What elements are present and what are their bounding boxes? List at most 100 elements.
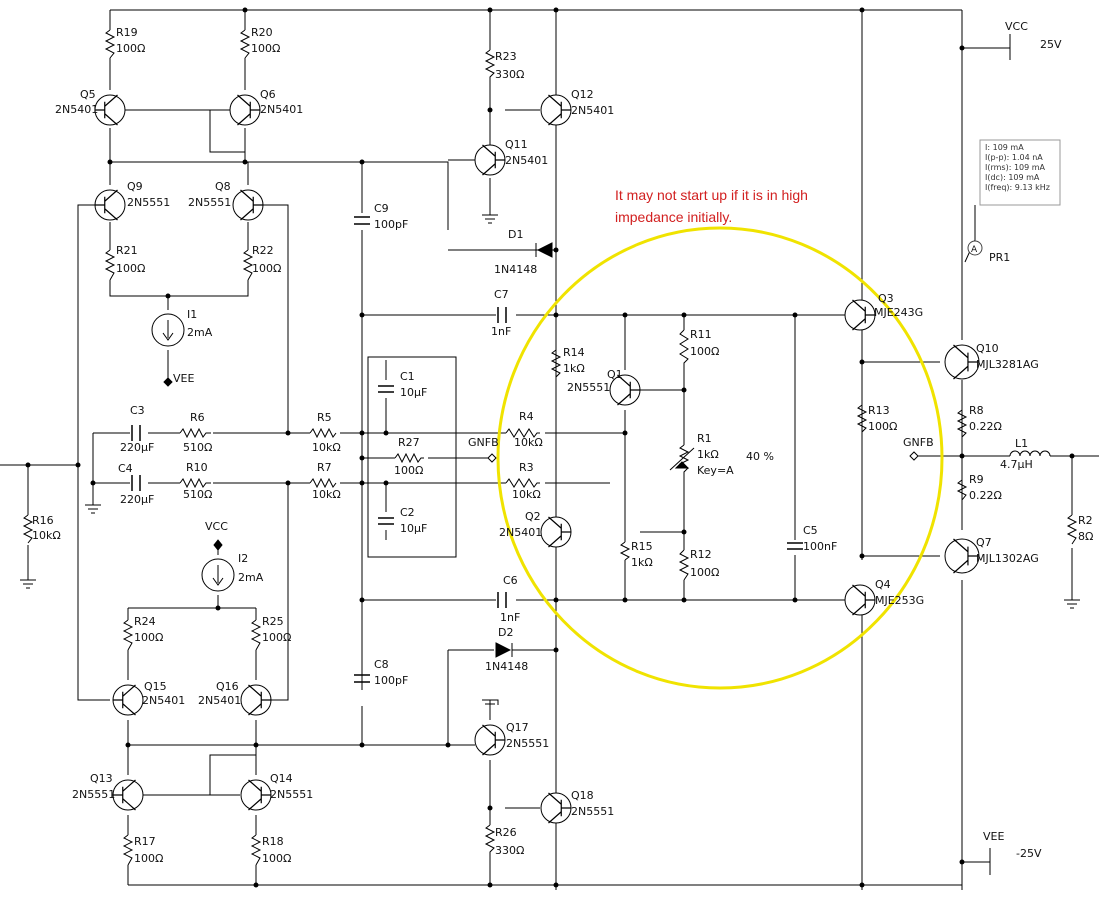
component-value-r14: 1kΩ bbox=[563, 362, 585, 375]
component-ref-c8: C8 bbox=[374, 658, 389, 671]
component-ref-i1: I1 bbox=[187, 308, 197, 321]
component-value-r18: 100Ω bbox=[262, 852, 291, 865]
transistor-icon bbox=[240, 779, 272, 811]
component-ref-q16: Q16 bbox=[216, 680, 239, 693]
component-ref-r26: R26 bbox=[495, 826, 517, 839]
transistor-icon bbox=[94, 94, 126, 126]
component-ref-r11: R11 bbox=[690, 328, 712, 341]
probe-marker-letter: A bbox=[971, 245, 978, 255]
component-ref-r17: R17 bbox=[134, 835, 156, 848]
component-value-l1: 4.7µH bbox=[1000, 458, 1033, 471]
component-value-r16: 10kΩ bbox=[32, 529, 61, 542]
component-value-c1: 10µF bbox=[400, 386, 427, 399]
component-value-c8: 100pF bbox=[374, 674, 408, 687]
component-value-r19: 100Ω bbox=[116, 42, 145, 55]
component-ref-q14: Q14 bbox=[270, 772, 293, 785]
component-value-r6: 510Ω bbox=[183, 441, 212, 454]
component-ref-c2: C2 bbox=[400, 506, 415, 519]
transistor-icon bbox=[540, 516, 572, 548]
probe-marker-icon bbox=[967, 240, 983, 256]
component-value-q16: 2N5401 bbox=[198, 694, 241, 707]
component-ref-r1: R1 bbox=[697, 432, 712, 445]
probe-reading-2: I(p-p): 1.04 nA bbox=[985, 153, 1043, 162]
component-ref-r10: R10 bbox=[186, 461, 208, 474]
component-ref-r2: R2 bbox=[1078, 514, 1093, 527]
component-ref-r21: R21 bbox=[116, 244, 138, 257]
current-source-symbols bbox=[151, 313, 235, 592]
component-ref-r23: R23 bbox=[495, 50, 517, 63]
component-value-r11: 100Ω bbox=[690, 345, 719, 358]
vcc-value: 25V bbox=[1040, 38, 1062, 51]
transistor-icon bbox=[944, 538, 980, 574]
transistor-icon bbox=[540, 94, 572, 126]
transistor-icon bbox=[112, 779, 144, 811]
component-ref-q18: Q18 bbox=[571, 789, 594, 802]
component-value-q2: 2N5401 bbox=[499, 526, 542, 539]
component-ref-q1: Q1 bbox=[607, 368, 623, 381]
component-ref-c1: C1 bbox=[400, 370, 415, 383]
component-value-q13: 2N5551 bbox=[72, 788, 115, 801]
component-value-r10: 510Ω bbox=[183, 488, 212, 501]
transistor-icon bbox=[240, 684, 272, 716]
component-ref-q4: Q4 bbox=[875, 578, 891, 591]
probe-reading-1: I: 109 mA bbox=[985, 143, 1024, 152]
component-value-r23: 330Ω bbox=[495, 68, 524, 81]
probe-reading-5: I(freq): 9.13 kHz bbox=[985, 183, 1050, 192]
vee-value: -25V bbox=[1016, 847, 1042, 860]
component-ref-r27: R27 bbox=[398, 436, 420, 449]
component-value-q7: MJL1302AG bbox=[976, 552, 1039, 565]
wires bbox=[0, 9, 1099, 890]
component-value-r4: 10kΩ bbox=[514, 436, 543, 449]
component-ref-r22: R22 bbox=[252, 244, 274, 257]
component-value-r2: 8Ω bbox=[1078, 530, 1093, 543]
annotation-line-2: impedance initially. bbox=[615, 209, 732, 225]
component-value-d2: 1N4148 bbox=[485, 660, 528, 673]
component-ref-q13: Q13 bbox=[90, 772, 113, 785]
pot-key: Key=A bbox=[697, 464, 734, 477]
component-ref-r4: R4 bbox=[519, 410, 534, 423]
component-value-r15: 1kΩ bbox=[631, 556, 653, 569]
component-value-c6: 1nF bbox=[500, 611, 520, 624]
component-value-q4: MJE253G bbox=[875, 594, 924, 607]
pot-setting: 40 % bbox=[746, 450, 774, 463]
component-value-i2: 2mA bbox=[238, 571, 264, 584]
transistor-icon bbox=[844, 299, 876, 331]
component-ref-c7: C7 bbox=[494, 288, 509, 301]
component-value-q17: 2N5551 bbox=[506, 737, 549, 750]
component-value-r26: 330Ω bbox=[495, 844, 524, 857]
transistor-symbols bbox=[94, 94, 980, 824]
component-value-r8: 0.22Ω bbox=[969, 420, 1002, 433]
capacitor-symbols bbox=[131, 216, 803, 683]
component-value-r5: 10kΩ bbox=[312, 441, 341, 454]
transistor-icon bbox=[540, 792, 572, 824]
transistor-icon bbox=[94, 189, 126, 221]
component-value-q5: 2N5401 bbox=[55, 103, 98, 116]
component-ref-r20: R20 bbox=[251, 26, 273, 39]
component-ref-d1: D1 bbox=[508, 228, 523, 241]
transistor-icon bbox=[844, 584, 876, 616]
component-ref-q12: Q12 bbox=[571, 88, 594, 101]
component-ref-r16: R16 bbox=[32, 514, 54, 527]
component-ref-q3: Q3 bbox=[878, 292, 894, 305]
component-value-r3: 10kΩ bbox=[512, 488, 541, 501]
component-value-q10: MJL3281AG bbox=[976, 358, 1039, 371]
probe-reading-4: I(dc): 109 mA bbox=[985, 173, 1040, 182]
component-value-r9: 0.22Ω bbox=[969, 489, 1002, 502]
component-ref-i2: I2 bbox=[238, 552, 248, 565]
resistor-symbols bbox=[22, 29, 1078, 866]
component-value-c7: 1nF bbox=[491, 325, 511, 338]
component-ref-r7: R7 bbox=[317, 461, 332, 474]
component-ref-r3: R3 bbox=[519, 461, 534, 474]
component-value-q11: 2N5401 bbox=[505, 154, 548, 167]
component-ref-c9: C9 bbox=[374, 202, 389, 215]
vcc-label: VCC bbox=[1005, 20, 1028, 33]
inductor-symbol bbox=[1009, 450, 1051, 457]
component-ref-c4: C4 bbox=[118, 462, 133, 475]
component-ref-r5: R5 bbox=[317, 411, 332, 424]
ground-symbols bbox=[20, 214, 1080, 705]
gnfb-net-label-1: GNFB bbox=[468, 436, 499, 449]
component-value-r17: 100Ω bbox=[134, 852, 163, 865]
component-value-r12: 100Ω bbox=[690, 566, 719, 579]
component-value-r1: 1kΩ bbox=[697, 448, 719, 461]
